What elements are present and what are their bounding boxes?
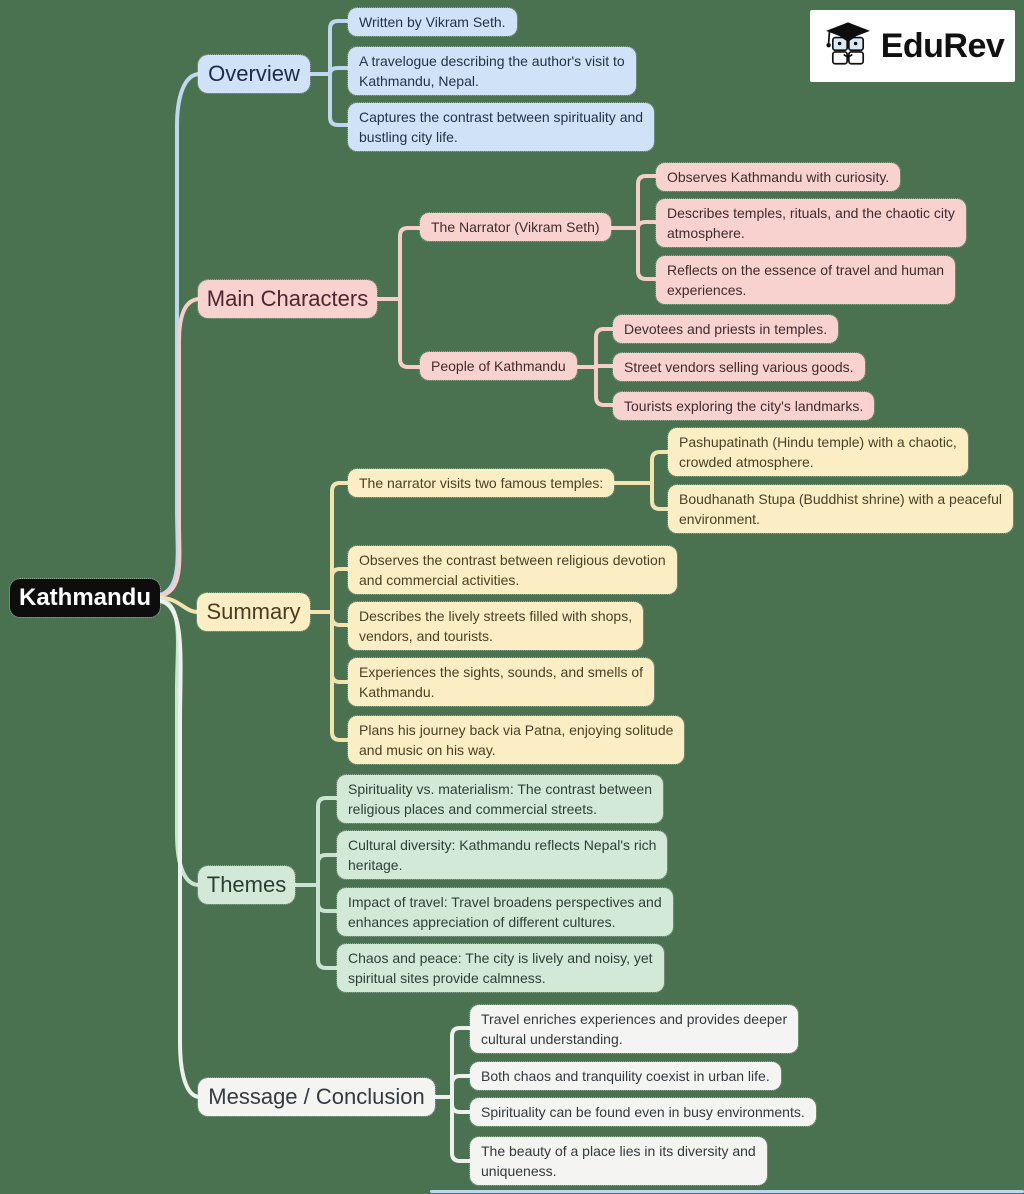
overview-item-author: Written by Vikram Seth. bbox=[347, 7, 518, 37]
character-people: People of Kathmandu bbox=[419, 351, 578, 381]
branch-overview: Overview bbox=[197, 54, 311, 94]
character-narrator: The Narrator (Vikram Seth) bbox=[419, 212, 612, 242]
edurev-logo[interactable]: EduRev bbox=[810, 10, 1015, 82]
summary-item-streets: Describes the lively streets filled with… bbox=[346, 601, 645, 651]
summary-connectors bbox=[306, 450, 670, 742]
summary-item-contrast: Observes the contrast between religious … bbox=[347, 545, 678, 595]
themes-connectors bbox=[290, 796, 339, 970]
message-item-spirituality: Spirituality can be found even in busy e… bbox=[469, 1097, 817, 1127]
branch-themes: Themes bbox=[197, 865, 296, 905]
summary-item-sights: Experiences the sights, sounds, and smel… bbox=[346, 657, 656, 707]
message-item-travel-enriches: Travel enriches experiences and provides… bbox=[468, 1004, 800, 1054]
root-node-kathmandu: Kathmandu bbox=[9, 578, 161, 618]
branch-main-characters: Main Characters bbox=[197, 279, 378, 319]
people-item-tourists: Tourists exploring the city's landmarks. bbox=[611, 391, 876, 421]
narrator-item-reflects: Reflects on the essence of travel and hu… bbox=[654, 255, 957, 305]
people-item-vendors: Street vendors selling various goods. bbox=[612, 352, 866, 382]
temple-pashupatinath: Pashupatinath (Hindu temple) with a chao… bbox=[667, 427, 969, 477]
message-item-chaos-tranquility: Both chaos and tranquility coexist in ur… bbox=[469, 1061, 782, 1091]
narrator-item-observes: Observes Kathmandu with curiosity. bbox=[654, 162, 902, 192]
bottom-edge-line bbox=[430, 1190, 1024, 1193]
temple-boudhanath: Boudhanath Stupa (Buddhist shrine) with … bbox=[667, 484, 1014, 534]
summary-item-temples: The narrator visits two famous temples: bbox=[346, 468, 616, 498]
message-connectors bbox=[428, 1026, 472, 1163]
theme-chaos-and-peace: Chaos and peace: The city is lively and … bbox=[336, 943, 665, 993]
branch-summary: Summary bbox=[196, 592, 311, 632]
overview-connectors bbox=[304, 19, 350, 127]
trunk-connectors bbox=[158, 72, 202, 1099]
theme-cultural-diversity: Cultural diversity: Kathmandu reflects N… bbox=[335, 830, 669, 880]
overview-item-travelogue: A travelogue describing the author's vis… bbox=[347, 46, 637, 96]
narrator-item-describes: Describes temples, rituals, and the chao… bbox=[655, 198, 967, 248]
overview-item-contrast: Captures the contrast between spirituali… bbox=[346, 102, 656, 152]
theme-spirituality-materialism: Spirituality vs. materialism: The contra… bbox=[336, 774, 664, 824]
message-item-beauty: The beauty of a place lies in its divers… bbox=[469, 1136, 768, 1186]
people-item-devotees: Devotees and priests in temples. bbox=[611, 314, 840, 344]
edurev-wordmark: EduRev bbox=[880, 26, 1005, 65]
branch-message-conclusion: Message / Conclusion bbox=[197, 1077, 436, 1117]
theme-impact-of-travel: Impact of travel: Travel broadens perspe… bbox=[336, 887, 674, 937]
summary-item-journey: Plans his journey back via Patna, enjoyi… bbox=[346, 715, 686, 765]
edurev-mascot-icon bbox=[825, 22, 870, 65]
